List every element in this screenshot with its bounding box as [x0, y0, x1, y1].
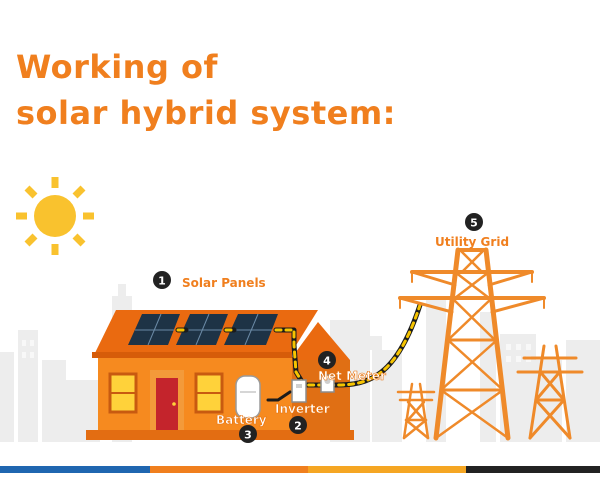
ground — [86, 430, 354, 440]
solar-panels — [128, 313, 278, 346]
badge-text: 1 — [158, 275, 166, 288]
title-line-1: Working of — [16, 48, 218, 86]
house-door — [156, 378, 178, 430]
sun-icon — [16, 177, 94, 255]
badge-net-meter: 4 — [318, 351, 336, 369]
badge-text: 3 — [244, 429, 252, 442]
badge-inverter: 2 — [289, 416, 307, 434]
label-battery: Battery — [216, 413, 267, 427]
label-utility-grid: Utility Grid — [435, 235, 509, 249]
label-inverter: Inverter — [275, 402, 330, 416]
label-solar-panels: Solar Panels — [182, 276, 266, 290]
badge-utility-grid: 5 — [465, 213, 483, 231]
footer-bar-orange — [150, 466, 308, 473]
utility-grid-tower — [398, 247, 546, 441]
footer-bar-blue — [0, 466, 150, 473]
title-line-2: solar hybrid system: — [16, 94, 396, 132]
footer-bar-black — [466, 466, 600, 473]
page-title: Working of solar hybrid system: — [16, 44, 396, 136]
net-meter-icon — [320, 374, 335, 393]
inverter-icon — [291, 379, 307, 403]
label-net-meter: Net Meter — [318, 369, 386, 383]
footer-bar-yellow — [308, 466, 466, 473]
battery-icon — [235, 375, 261, 419]
footer-color-bar — [0, 466, 600, 473]
wiring — [175, 302, 423, 402]
badge-text: 4 — [323, 355, 331, 368]
badge-battery: 3 — [239, 425, 257, 443]
badge-solar-panels: 1 — [153, 271, 171, 289]
badge-text: 5 — [470, 217, 478, 230]
small-tower-right — [516, 344, 584, 440]
badge-text: 2 — [294, 420, 302, 433]
solar-hybrid-diagram: 1 2 3 4 5 Solar Panels Utility Grid Batt… — [0, 177, 600, 443]
small-tower-left — [396, 382, 436, 440]
